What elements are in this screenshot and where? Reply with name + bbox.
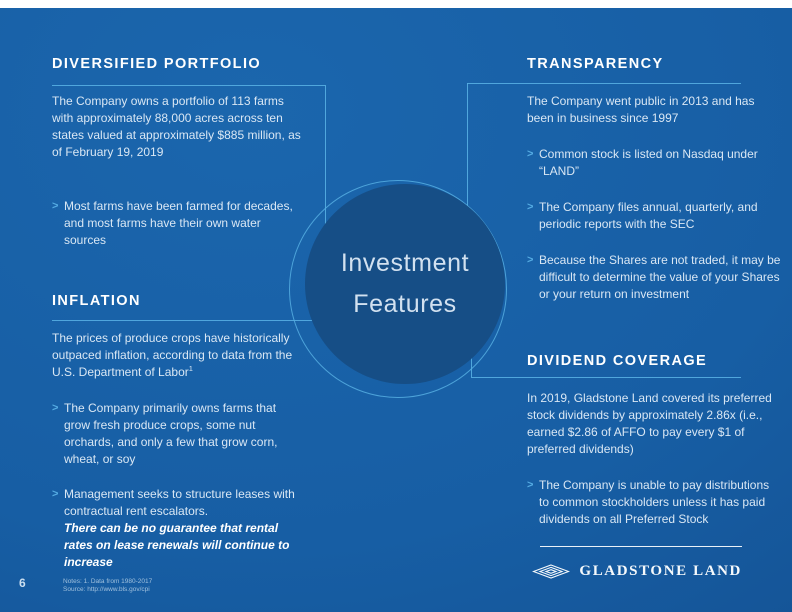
list-item: > The Company files annual, quarterly, a… (527, 199, 769, 233)
diversified-portfolio-bullet-text: Most farms have been farmed for decades,… (64, 199, 293, 247)
transparency-connector-line (467, 83, 468, 229)
chevron-bullet-icon: > (527, 254, 534, 266)
list-item: > Most farms have been farmed for decade… (52, 198, 294, 249)
slide-title-line2: Features (353, 290, 457, 318)
diversified-portfolio-intro: The Company owns a portfolio of 113 farm… (52, 94, 301, 159)
chevron-bullet-icon: > (52, 402, 59, 414)
dividend-coverage-heading: DIVIDEND COVERAGE (527, 353, 708, 369)
inflation-management-bullet: Management seeks to structure leases wit… (64, 486, 304, 571)
footnote-notes-line: Notes: 1. Data from 1980-2017 (63, 578, 153, 585)
diversified-portfolio-heading: DIVERSIFIED PORTFOLIO (52, 56, 262, 72)
inflation-management-disclaimer: There can be no guarantee that rental ra… (64, 521, 290, 569)
dividend-coverage-underline (471, 377, 741, 378)
slide-title: Investment Features (341, 243, 469, 325)
chevron-bullet-icon: > (527, 148, 534, 160)
page-top-margin (0, 0, 792, 8)
inflation-underline (52, 320, 323, 321)
chevron-bullet-icon: > (527, 201, 534, 213)
inflation-heading: INFLATION (52, 293, 141, 309)
transparency-intro: The Company went public in 2013 and has … (527, 94, 755, 125)
transparency-bullet-text: The Company files annual, quarterly, and… (539, 200, 758, 231)
inflation-management-lead: Management seeks to structure leases wit… (64, 487, 295, 518)
inflation-bullet-text: The Company primarily owns farms that gr… (64, 401, 278, 466)
slide-title-line1: Investment (340, 249, 470, 277)
footnote-source-line: Source: http://www.bls.gov/cpi (63, 586, 150, 593)
transparency-heading: TRANSPARENCY (527, 56, 664, 72)
inflation-intro-text: The prices of produce crops have histori… (52, 331, 293, 379)
gladstone-land-logo-text: GLADSTONE LAND (579, 563, 742, 579)
list-item: > The Company primarily owns farms that … (52, 400, 304, 468)
chevron-bullet-icon: > (527, 479, 534, 491)
chevron-bullet-icon: > (52, 200, 59, 212)
transparency-bullet-text: Common stock is listed on Nasdaq under “… (539, 147, 758, 178)
dividend-coverage-bullet-text: The Company is unable to pay distributio… (539, 478, 770, 526)
dividend-coverage-intro: In 2019, Gladstone Land covered its pref… (527, 391, 772, 456)
gladstone-land-logo: GLADSTONE LAND (532, 563, 742, 580)
inflation-intro: The prices of produce crops have histori… (52, 330, 308, 381)
transparency-bullet-text: Because the Shares are not traded, it ma… (539, 253, 781, 301)
list-item: > Because the Shares are not traded, it … (527, 252, 781, 303)
diversified-portfolio-connector-line (325, 85, 326, 228)
list-item: > Management seeks to structure leases w… (52, 486, 304, 571)
page-number: 6 (19, 576, 26, 590)
footer-divider-line (540, 546, 742, 547)
diversified-portfolio-underline (52, 85, 325, 86)
investment-features-circle: Investment Features (305, 184, 505, 384)
footnote-reference: 1 (188, 364, 193, 373)
diamond-logo-icon (532, 564, 571, 579)
list-item: > The Company is unable to pay distribut… (527, 477, 782, 528)
center-circle-outline (289, 180, 507, 398)
transparency-underline (467, 83, 741, 84)
list-item: > Common stock is listed on Nasdaq under… (527, 146, 762, 180)
footnotes: Notes: 1. Data from 1980-2017 Source: ht… (63, 578, 152, 594)
chevron-bullet-icon: > (52, 488, 59, 500)
